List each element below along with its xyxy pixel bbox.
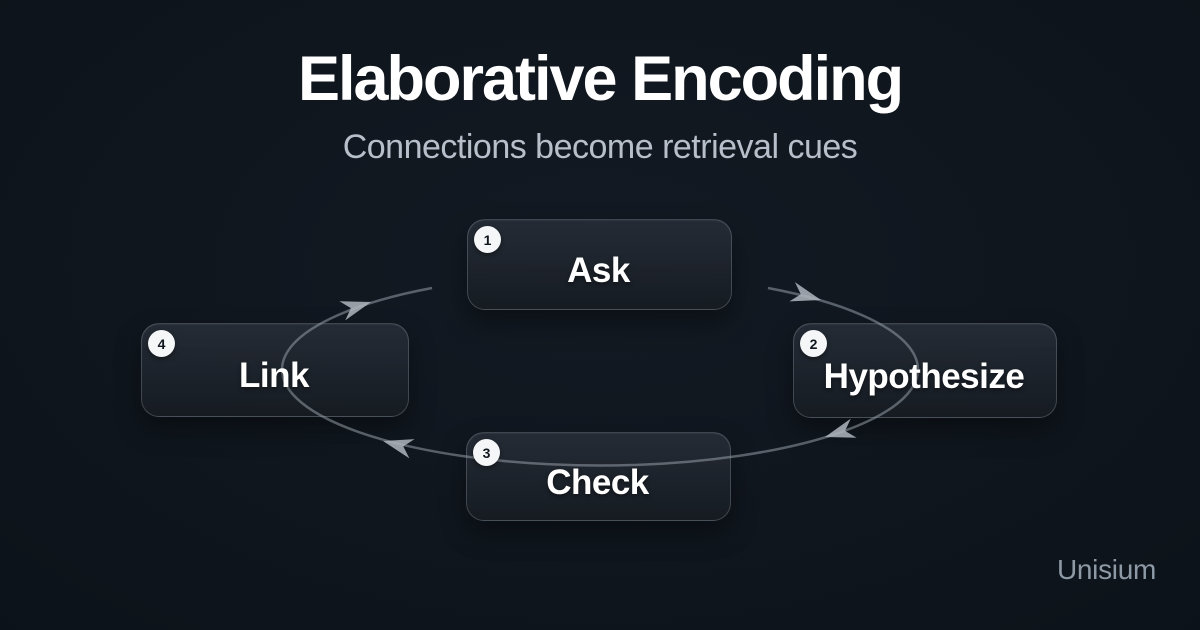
arrow-bottom-left-icon [383,439,415,459]
step-4-badge: 4 [148,330,175,357]
page-subtitle: Connections become retrieval cues [342,128,858,167]
arrow-top-right-icon [789,282,821,302]
step-1-badge: 1 [474,226,501,253]
arrow-top-left-icon [339,301,371,321]
page-title: Elaborative Encoding [297,44,904,114]
arrow-bottom-right-icon [825,418,857,438]
brand-watermark: Unisium [1056,554,1156,585]
node-hypothesize-label: Hypothesize [823,356,1025,396]
step-3-badge: 3 [473,439,500,466]
node-check: 3 Check [466,432,729,519]
node-ask-label: Ask [567,250,630,290]
node-check-label: Check [546,462,649,502]
node-ask: 1 Ask [467,219,730,308]
node-link: 4 Link [141,323,407,415]
node-hypothesize: 2 Hypothesize [793,323,1055,416]
node-link-label: Link [239,356,309,395]
header: Elaborative Encoding Connections become … [0,0,1200,167]
step-2-badge: 2 [800,330,827,357]
